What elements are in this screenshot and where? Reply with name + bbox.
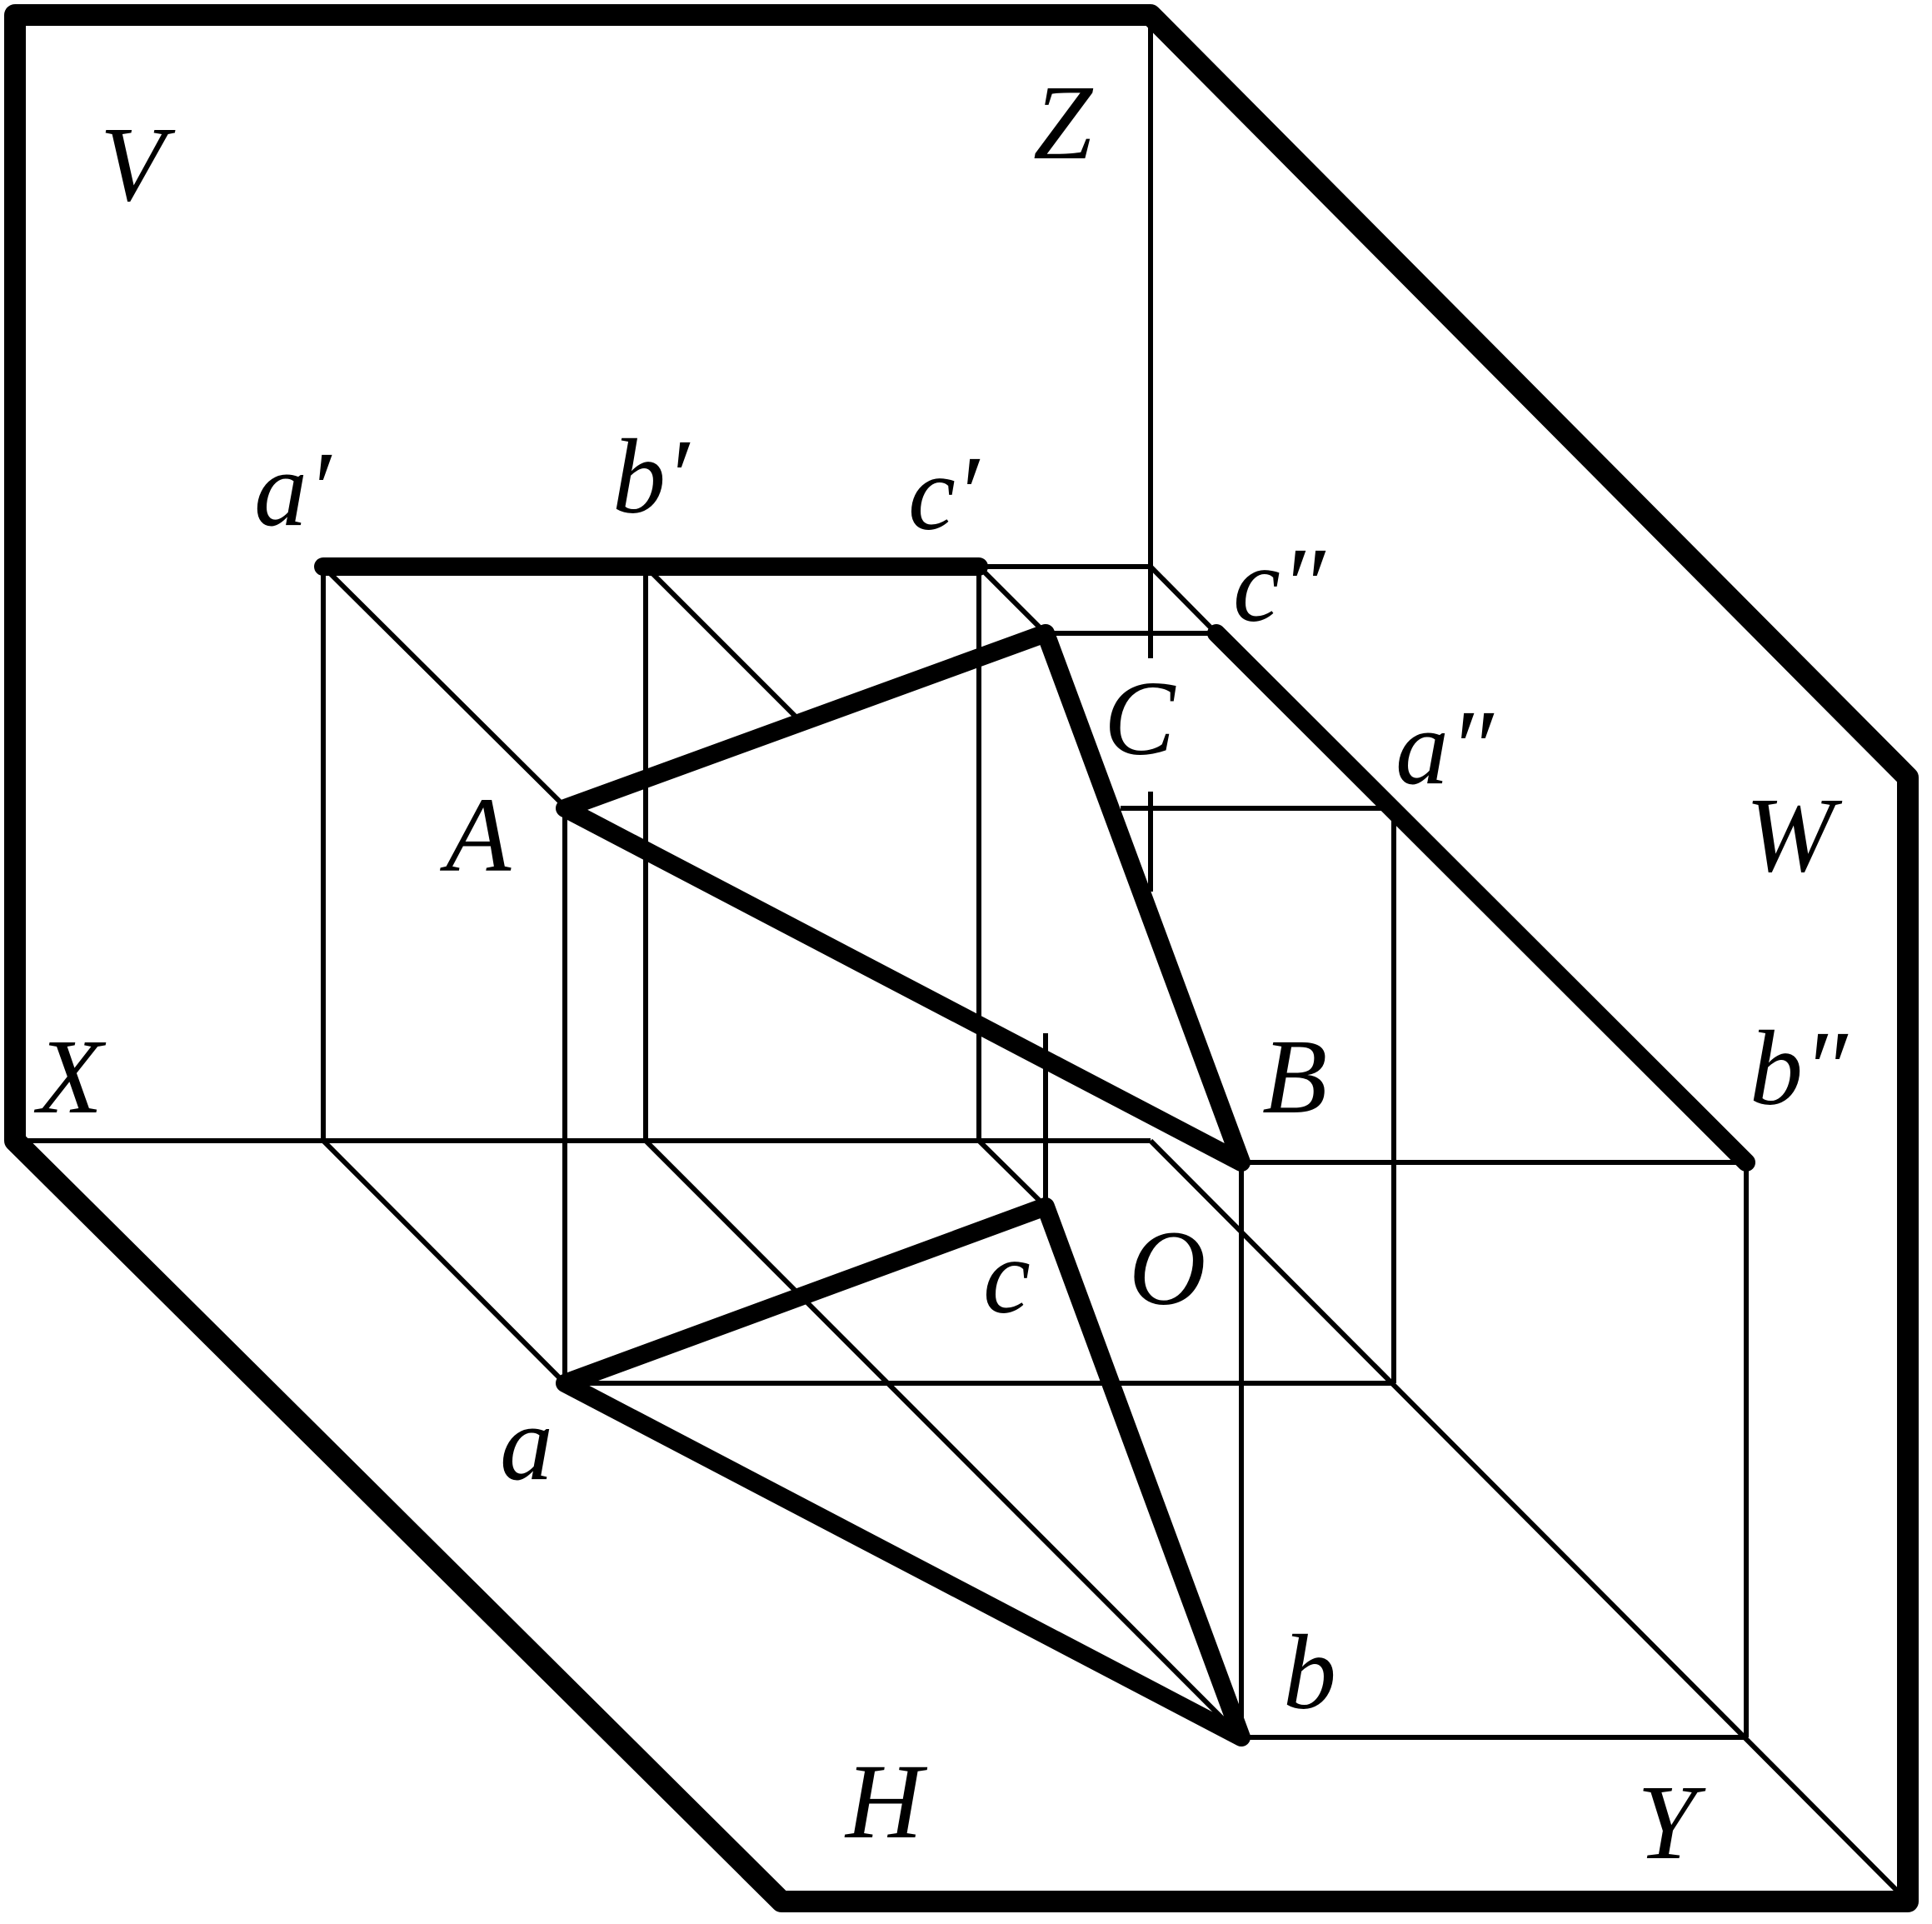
label-origin: O (1129, 1209, 1206, 1327)
construction-lines (15, 23, 1910, 1904)
label-a-front: a′ (254, 430, 332, 548)
diag-b-front (643, 564, 798, 719)
frame-v-plane (4, 4, 1919, 1912)
label-c-top: c (983, 1217, 1031, 1336)
label-axis-y: Y (1637, 1763, 1706, 1882)
diag-a-front (321, 564, 569, 811)
axis-y-line (1148, 1138, 1910, 1904)
label-point-a-space: A (440, 776, 512, 894)
label-axis-z: Z (1033, 63, 1094, 182)
diag-x-to-c (976, 1138, 1048, 1209)
label-point-b-space: B (1262, 1017, 1327, 1136)
label-b-top: b (1283, 1613, 1336, 1732)
labels: V Z a′ b′ c′ c″ C a″ A W X B b″ O c a b … (33, 63, 1849, 1882)
diag-x-to-a (321, 1138, 567, 1386)
label-plane-w: W (1745, 776, 1843, 894)
space-triangle-abc (556, 624, 1251, 1172)
label-b-front: b′ (612, 417, 691, 536)
label-point-c-space: C (1104, 659, 1176, 777)
label-a-top: a (500, 1384, 553, 1502)
diag-c-front (976, 564, 1048, 636)
top-projection-triangle (556, 1197, 1251, 1747)
side-projection-line (1207, 624, 1755, 1172)
triangle-projections (314, 557, 1755, 1747)
projector-c-side-diagonal (1148, 564, 1219, 636)
label-plane-h: H (844, 1742, 928, 1861)
label-plane-v: V (100, 105, 176, 223)
diag-x-to-b (643, 1138, 1244, 1740)
label-c-front: c′ (908, 434, 981, 552)
label-b-side: b″ (1750, 1009, 1849, 1127)
label-a-side: a″ (1395, 688, 1495, 807)
label-c-side: c″ (1233, 526, 1326, 644)
label-axis-x: X (33, 1017, 107, 1136)
plane-frame (4, 4, 1919, 1912)
